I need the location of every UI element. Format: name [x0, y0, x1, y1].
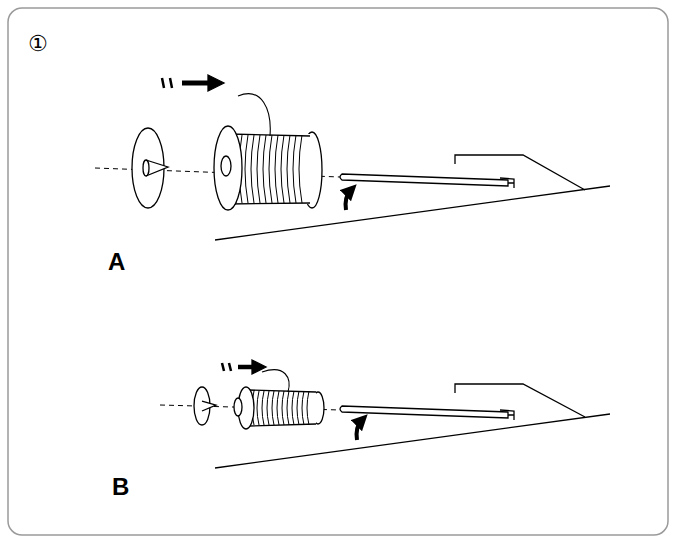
spool-cap-cone — [202, 401, 216, 411]
thread-winding — [307, 391, 309, 425]
rotate-arrow — [357, 420, 362, 440]
callout-number: ① — [28, 33, 48, 55]
thread-winding — [267, 391, 269, 425]
thread-winding — [277, 391, 279, 425]
thread-windings — [252, 391, 309, 425]
thread-winding — [263, 135, 266, 203]
thread-winding — [287, 391, 289, 425]
frame — [8, 8, 668, 535]
thread-winding — [245, 135, 248, 203]
thread — [238, 94, 270, 136]
push-marks — [162, 78, 172, 88]
thread-winding — [282, 391, 284, 425]
push-arrow-head — [252, 360, 266, 374]
spool-pin — [340, 174, 508, 186]
spool-pin — [340, 406, 508, 418]
push-marks — [222, 363, 231, 371]
spool-hole — [221, 156, 231, 176]
thread-winding — [299, 135, 302, 203]
thread-winding — [281, 135, 284, 203]
rotate-arrow — [346, 190, 351, 210]
spool-core — [234, 398, 242, 416]
figure-letter: B — [112, 475, 129, 499]
thread-winding — [302, 391, 304, 425]
pin-bracket — [500, 178, 514, 188]
figure-b — [160, 360, 610, 468]
thread-winding — [292, 391, 294, 425]
thread-windings — [233, 135, 302, 203]
pin-bracket — [500, 410, 514, 420]
thread-winding — [293, 135, 296, 203]
thread-winding — [251, 135, 254, 203]
push-arrow — [182, 81, 210, 86]
figure-a — [95, 75, 610, 240]
thread-winding — [269, 135, 272, 203]
thread-winding — [262, 391, 264, 425]
spool-body — [248, 390, 316, 426]
thread-winding — [257, 391, 259, 425]
push-arrow-head — [208, 75, 224, 91]
figure-letter: A — [108, 250, 125, 274]
thread-winding — [287, 135, 290, 203]
spool-cap-hole — [143, 160, 149, 176]
thread — [262, 370, 289, 392]
thread-winding — [257, 135, 260, 203]
spool-flange — [214, 126, 242, 210]
thread-winding — [272, 391, 274, 425]
thread-winding — [297, 391, 299, 425]
thread-winding — [275, 135, 278, 203]
